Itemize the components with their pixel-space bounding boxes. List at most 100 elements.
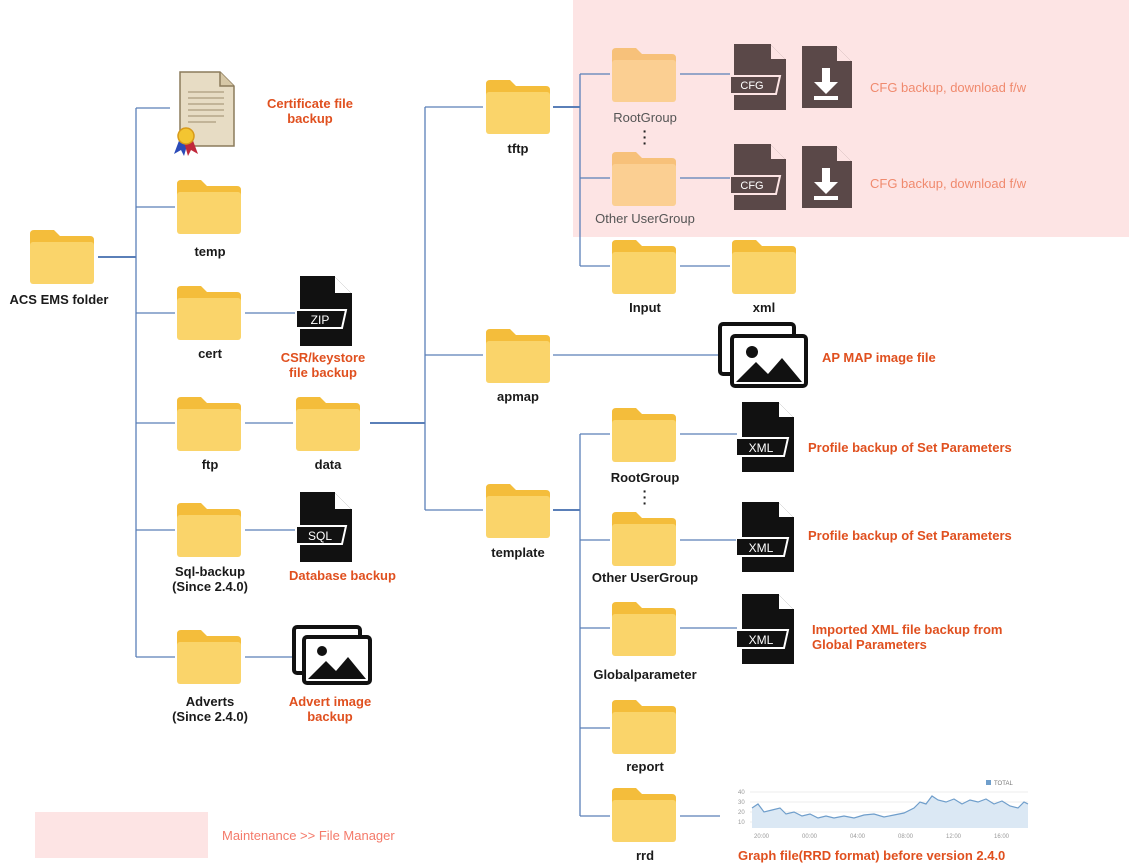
apmap-folder-icon[interactable] xyxy=(484,327,552,385)
rrd-y-tick: 20 xyxy=(738,810,745,816)
rrd-y-ticks: 40 30 20 10 xyxy=(738,790,745,826)
rrd-y-tick: 40 xyxy=(738,790,745,796)
cfg-badge-text-root: CFG xyxy=(740,80,763,92)
xml-badge-text-rootgroup: XML xyxy=(749,441,774,455)
rrd-x-tick: 12:00 xyxy=(946,834,962,840)
graph-note: Graph file(RRD format) before version 2.… xyxy=(738,848,1006,863)
csr-note-line1: CSR/keystore xyxy=(280,350,366,365)
tftp-rootgroup-label: RootGroup xyxy=(613,110,677,125)
download-icon-root xyxy=(802,46,852,108)
cfg-file-icon-other: CFG xyxy=(730,144,786,210)
cert-folder-icon[interactable] xyxy=(175,284,243,342)
rrd-graph-thumbnail: 40 30 20 10 TOTAL 20:00 00:00 04:00 08:0… xyxy=(734,778,1034,844)
rrd-x-tick: 20:00 xyxy=(754,834,770,840)
data-folder-label: data xyxy=(314,457,342,472)
rrd-x-tick: 08:00 xyxy=(898,834,914,840)
rrd-y-tick: 30 xyxy=(738,800,745,806)
rrd-folder-label: rrd xyxy=(635,848,655,863)
template-ellipsis: ··· xyxy=(642,483,648,511)
legend-swatch xyxy=(35,812,208,858)
input-folder-label: Input xyxy=(629,300,661,315)
sql-file-icon: SQL xyxy=(296,492,352,562)
cfg-file-icon-root: CFG xyxy=(730,44,786,110)
acs-ems-folder-label: ACS EMS folder xyxy=(9,292,109,307)
profile-root-note: Profile backup of Set Parameters xyxy=(808,440,1012,455)
xml-folder-label: xml xyxy=(752,300,776,315)
cert-folder-label: cert xyxy=(198,346,222,361)
rrd-x-ticks: 20:00 00:00 04:00 08:00 12:00 16:00 xyxy=(754,834,1010,840)
tftp-other-usergroup-folder-icon[interactable] xyxy=(610,150,678,208)
sql-backup-since: (Since 2.4.0) xyxy=(172,579,248,594)
sql-backup-name: Sql-backup xyxy=(174,564,246,579)
download-icon-other xyxy=(802,146,852,208)
rrd-x-tick: 00:00 xyxy=(802,834,818,840)
rrd-folder-icon[interactable] xyxy=(610,786,678,844)
template-rootgroup-label: RootGroup xyxy=(610,470,680,485)
certificate-document-icon xyxy=(174,71,235,156)
template-folder-icon[interactable] xyxy=(484,482,552,540)
report-folder-label: report xyxy=(626,759,664,774)
tftp-folder-icon[interactable] xyxy=(484,78,552,136)
csr-note-line2: file backup xyxy=(289,365,357,380)
rrd-x-tick: 04:00 xyxy=(850,834,866,840)
temp-folder-label: temp xyxy=(194,244,226,259)
cfg-badge-text-other: CFG xyxy=(740,180,763,192)
globalparameter-folder-icon[interactable] xyxy=(610,600,678,658)
adverts-since: (Since 2.4.0) xyxy=(172,709,248,724)
imported-xml-note: Imported XML file backup from Global Par… xyxy=(812,622,1002,652)
template-rootgroup-folder-icon[interactable] xyxy=(610,406,678,464)
cfg-other-note: CFG backup, download f/w xyxy=(870,176,1027,191)
tftp-other-usergroup-label: Other UserGroup xyxy=(595,211,695,226)
advert-note-line2: backup xyxy=(307,709,353,724)
template-other-usergroup-label: Other UserGroup xyxy=(591,570,699,585)
adverts-folder-icon[interactable] xyxy=(175,628,243,686)
apmap-folder-label: apmap xyxy=(497,389,539,404)
adverts-name: Adverts xyxy=(185,694,235,709)
xml-file-icon-rootgroup: XML xyxy=(736,402,794,472)
csr-note: CSR/keystore file backup xyxy=(268,350,378,380)
zip-file-icon: ZIP xyxy=(296,276,352,346)
zip-badge-text: ZIP xyxy=(311,313,330,327)
report-folder-icon[interactable] xyxy=(610,698,678,756)
xml-file-icon-other-usergroup: XML xyxy=(736,502,794,572)
certificate-note-line1: Certificate file xyxy=(267,96,353,111)
advert-note-line1: Advert image xyxy=(288,694,372,709)
advert-image-icon xyxy=(292,625,372,685)
advert-note: Advert image backup xyxy=(280,694,380,724)
certificate-note-line2: backup xyxy=(287,111,333,126)
database-note: Database backup xyxy=(289,568,396,583)
apmap-note: AP MAP image file xyxy=(822,350,936,365)
ftp-folder-label: ftp xyxy=(201,457,219,472)
xml-file-icon-globalparameter: XML xyxy=(736,594,794,664)
rrd-y-tick: 10 xyxy=(738,820,745,826)
adverts-folder-label: Adverts (Since 2.4.0) xyxy=(150,694,270,724)
globalparameter-label: Globalparameter xyxy=(593,667,697,682)
rrd-legend: TOTAL xyxy=(994,781,1013,787)
acs-ems-folder-icon[interactable] xyxy=(28,228,96,286)
temp-folder-icon[interactable] xyxy=(175,178,243,236)
profile-other-note: Profile backup of Set Parameters xyxy=(808,528,1012,543)
tftp-ellipsis: ··· xyxy=(642,123,648,151)
tftp-rootgroup-folder-icon[interactable] xyxy=(610,46,678,104)
cfg-root-note: CFG backup, download f/w xyxy=(870,80,1027,95)
tftp-folder-label: tftp xyxy=(507,141,529,156)
imported-xml-note-line1: Imported XML file backup from xyxy=(812,622,1003,637)
data-folder-icon[interactable] xyxy=(294,395,362,453)
certificate-note: Certificate file backup xyxy=(245,96,375,126)
sql-backup-folder-icon[interactable] xyxy=(175,501,243,559)
xml-badge-text-globalparameter: XML xyxy=(749,633,774,647)
xml-badge-text-other-usergroup: XML xyxy=(749,541,774,555)
sql-backup-folder-label: Sql-backup (Since 2.4.0) xyxy=(150,564,270,594)
rrd-x-tick: 16:00 xyxy=(994,834,1010,840)
imported-xml-note-line2: Global Parameters xyxy=(812,637,927,652)
template-other-usergroup-folder-icon[interactable] xyxy=(610,510,678,568)
xml-folder-icon[interactable] xyxy=(730,238,798,296)
ftp-folder-icon[interactable] xyxy=(175,395,243,453)
sql-badge-text: SQL xyxy=(308,529,332,543)
template-folder-label: template xyxy=(491,545,545,560)
input-folder-icon[interactable] xyxy=(610,238,678,296)
apmap-image-icon xyxy=(718,322,808,388)
legend-label: Maintenance >> File Manager xyxy=(222,828,395,843)
